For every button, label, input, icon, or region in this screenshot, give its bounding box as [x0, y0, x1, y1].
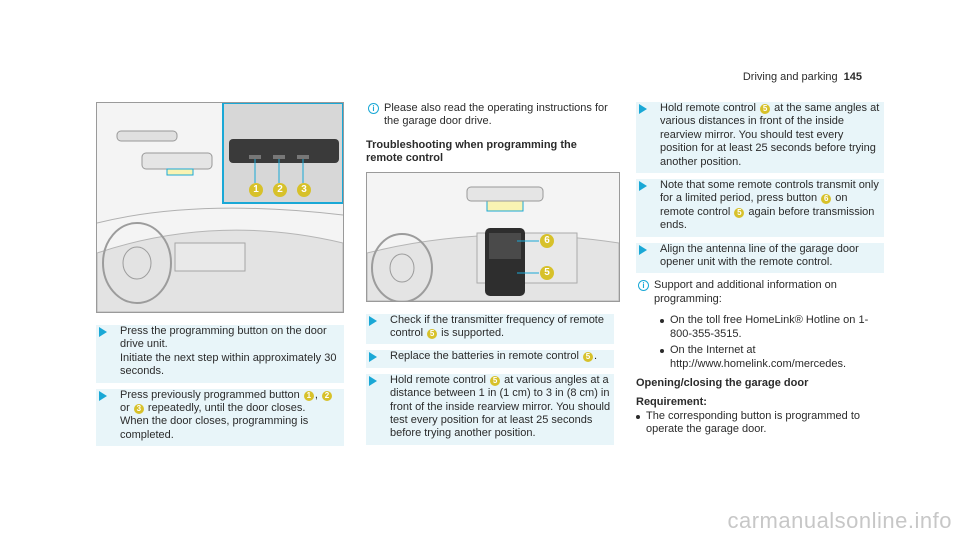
step-press-programmed-button: Press previously programmed button 1, 2 …	[96, 388, 344, 447]
bullet-hotline: On the toll free HomeLink® Hotline on 1-…	[636, 314, 884, 341]
mirror-illustration	[97, 103, 343, 312]
step-press-programming-button: Press the programming button on the door…	[96, 325, 344, 383]
column-1: 1 2 3 Press the programming button on th…	[96, 102, 344, 452]
troubleshooting-heading: Troubleshooting when programming the rem…	[366, 138, 577, 165]
info-icon: i	[368, 103, 379, 114]
bullet-dot-icon	[636, 414, 640, 419]
info-icon: i	[638, 280, 649, 292]
watermark: carmanualsonline.info	[727, 507, 952, 533]
step-arrow-icon	[369, 352, 377, 363]
step-arrow-icon	[369, 375, 377, 386]
bullet-requirement: The corresponding button is programmed t…	[636, 410, 884, 437]
bullet-internet: On the Internet at http://www.homelink.c…	[636, 344, 884, 371]
opening-closing-heading: Opening/closing the garage door	[636, 376, 809, 389]
column-3: Hold remote control 5 at the same angles…	[636, 102, 884, 440]
step-check-frequency: Check if the transmitter frequency of re…	[366, 313, 614, 345]
callout-6: 6	[540, 233, 554, 248]
remote-illustration	[367, 172, 619, 301]
step-arrow-icon	[639, 244, 647, 255]
step-hold-remote-same-angles: Hold remote control 5 at the same angles…	[636, 102, 884, 174]
step-arrow-icon	[639, 104, 647, 114]
bullet-dot-icon	[660, 319, 664, 324]
callout-1: 1	[249, 183, 263, 197]
callout-2: 2	[273, 183, 287, 197]
page-header: Driving and parking 145	[743, 71, 862, 84]
page-number: 145	[843, 71, 862, 83]
step-align-antenna: Align the antenna line of the garage doo…	[636, 242, 884, 274]
requirement-label: Requirement:	[636, 396, 707, 409]
info-note-operating-instructions: i Please also read the operating instruc…	[366, 102, 614, 133]
step-limited-transmission: Note that some remote controls transmit …	[636, 179, 884, 237]
step-hold-remote-various-angles: Hold remote control 5 at various angles …	[366, 373, 614, 445]
step-arrow-icon	[99, 390, 107, 401]
callout-5: 5	[540, 265, 554, 280]
column-2: i Please also read the operating instruc…	[366, 102, 620, 451]
step-replace-batteries: Replace the batteries in remote control …	[366, 350, 614, 368]
bullet-dot-icon	[660, 349, 664, 354]
step-arrow-icon	[369, 315, 377, 326]
figure-mirror-buttons: 1 2 3	[96, 102, 344, 313]
step-arrow-icon	[99, 327, 107, 337]
section-title: Driving and parking	[742, 71, 838, 83]
step-arrow-icon	[639, 181, 647, 192]
figure-remote-control: 6 5	[366, 171, 620, 302]
callout-3: 3	[297, 183, 311, 197]
info-note-support: i Support and additional information on …	[636, 279, 884, 310]
